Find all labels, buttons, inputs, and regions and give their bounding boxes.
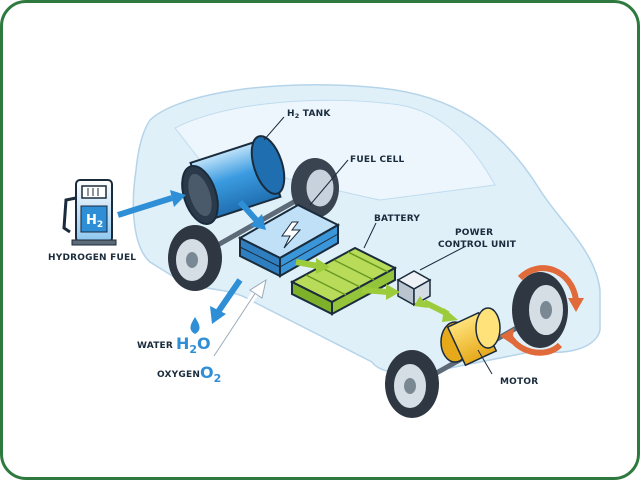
oxygen-formula: O2 bbox=[200, 363, 221, 385]
rotation-arrow-icon bbox=[500, 265, 584, 356]
label-power-control-unit-2: CONTROL UNIT bbox=[438, 240, 517, 250]
label-h2-tank: H2 TANK bbox=[287, 109, 331, 120]
label-oxygen: OXYGEN bbox=[157, 370, 200, 380]
lightning-icon bbox=[281, 221, 302, 249]
power-control-unit bbox=[396, 270, 432, 307]
rear-near-wheel bbox=[168, 225, 222, 291]
label-power-control-unit-1: POWER bbox=[455, 228, 493, 238]
label-fuel-cell: FUEL CELL bbox=[350, 155, 405, 165]
oxygen-in-arrow bbox=[211, 278, 267, 358]
pump-h2-text: H2 bbox=[86, 213, 103, 230]
hydrogen-to-tank-arrow bbox=[117, 190, 186, 218]
label-motor: MOTOR bbox=[500, 377, 538, 387]
front-near-wheel bbox=[385, 350, 439, 418]
hydrogen-tank bbox=[181, 135, 286, 225]
front-far-wheel bbox=[512, 272, 568, 348]
fuelcell-to-battery-arrow bbox=[295, 258, 330, 274]
label-hydrogen-fuel: HYDROGEN FUEL bbox=[48, 253, 136, 263]
water-out-arrow bbox=[210, 278, 243, 324]
motor bbox=[440, 307, 501, 367]
tank-to-fuelcell-arrow bbox=[237, 199, 266, 230]
label-battery: BATTERY bbox=[374, 214, 420, 224]
water-formula: H2O bbox=[176, 334, 211, 356]
battery-to-pcu-arrow bbox=[361, 284, 400, 300]
label-water: WATER bbox=[137, 341, 173, 351]
hydrogen-pump-icon bbox=[62, 179, 117, 246]
fuel-cell bbox=[237, 203, 341, 278]
battery bbox=[289, 246, 398, 316]
rear-far-wheel bbox=[291, 158, 339, 218]
pcu-to-motor-arrow bbox=[414, 296, 458, 322]
water-drop-icon bbox=[190, 317, 200, 334]
